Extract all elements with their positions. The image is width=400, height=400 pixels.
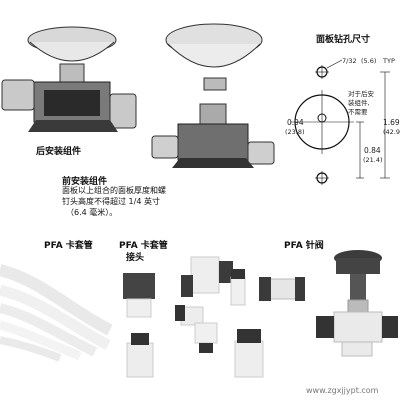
front-mount-valve-illustration bbox=[151, 23, 275, 168]
front-mount-note-line-1: 面板以上组合的面板厚度和螺 bbox=[62, 186, 166, 195]
height-mm: (42.9) bbox=[383, 128, 400, 136]
front-mount-note-line-3: （6.4 毫米）。 bbox=[66, 208, 118, 217]
front-mount-label: 前安装组件 bbox=[62, 177, 108, 187]
panel-drill-diagram bbox=[290, 59, 390, 185]
hole-size-in: 7/32 bbox=[342, 57, 357, 65]
pfa-tube-fitting-label: PFA 卡套管 bbox=[44, 241, 93, 251]
pfa-fittings-photo bbox=[123, 256, 305, 378]
pfa-tube-fitting-connector-label-2: 接头 bbox=[126, 253, 145, 263]
rear-note-line-3: 不需要 bbox=[348, 108, 368, 116]
hole-size-mm: (5.6) bbox=[361, 57, 377, 65]
pfa-tubing-photo bbox=[0, 250, 115, 362]
rear-mount-valve-illustration bbox=[1, 26, 137, 132]
rear-note-line-2: 装组件, bbox=[348, 99, 370, 107]
pfa-tube-fitting-connector-label-1: PFA 卡套管 bbox=[119, 241, 168, 251]
height-in: 1.69 bbox=[383, 118, 400, 127]
diameter-mm: (23.8) bbox=[285, 128, 305, 136]
front-mount-note-line-2: 钉头高度不得超过 1/4 英寸 bbox=[62, 197, 160, 206]
panel-drill-title: 面板钻孔尺寸 bbox=[316, 35, 371, 45]
diameter-in: 0.94 bbox=[287, 118, 304, 127]
pfa-needle-valve-label: PFA 针阀 bbox=[284, 241, 324, 251]
pfa-needle-valve-photo bbox=[316, 250, 398, 357]
rear-note-line-1: 对于后安 bbox=[348, 90, 374, 98]
offset-mm: (21.4) bbox=[363, 156, 383, 164]
offset-in: 0.84 bbox=[364, 146, 381, 155]
watermark: www.zgxjjypt.com bbox=[306, 386, 379, 395]
hole-typ: TYP bbox=[383, 57, 395, 65]
rear-mount-label: 后安装组件 bbox=[36, 147, 82, 157]
